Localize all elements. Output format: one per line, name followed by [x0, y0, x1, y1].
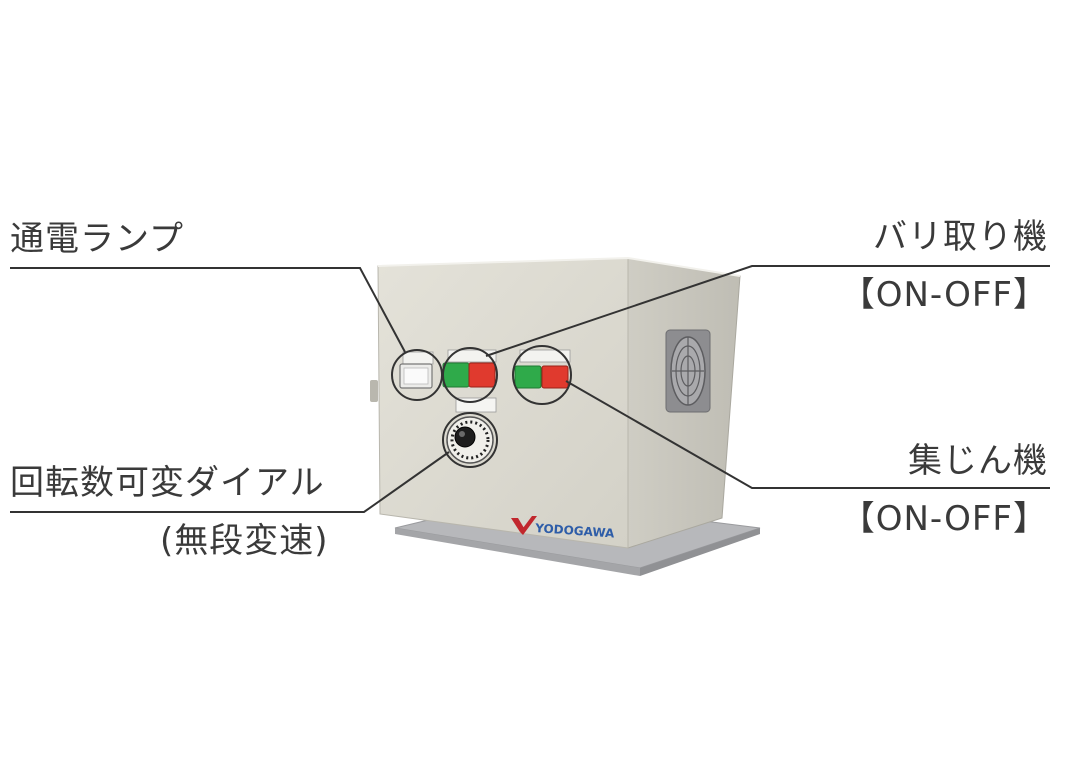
- leader-line-dust: [565, 380, 1050, 489]
- label-deburr-machine: バリ取り機: [873, 217, 1048, 257]
- speed-dial: [446, 397, 497, 464]
- label-deburr-onoff: 【ON-OFF】: [840, 275, 1048, 315]
- callout-circle-deburr: [442, 347, 498, 403]
- callout-circle-dust: [512, 345, 572, 405]
- yodogawa-logo-icon: [511, 516, 537, 535]
- cabinet-front: [377, 257, 629, 549]
- leader-line-lamp: [10, 267, 406, 353]
- leader-line-deburr: [485, 265, 1050, 357]
- callout-circle-dial: [442, 412, 498, 468]
- label-power-lamp: 通電ランプ: [10, 219, 184, 259]
- label-dust-onoff: 【ON-OFF】: [840, 499, 1048, 539]
- fan-grille: [665, 329, 711, 413]
- brand-logo-text: YODOGAWA: [534, 521, 616, 541]
- label-speed-dial-note: (無段変速): [160, 521, 329, 561]
- dust-buttons: [514, 349, 571, 389]
- label-dust-collector: 集じん機: [908, 441, 1048, 481]
- label-speed-dial: 回転数可変ダイアル: [10, 463, 325, 503]
- power-lamp: [399, 351, 434, 389]
- leader-line-dial: [10, 451, 450, 513]
- hinge: [370, 380, 378, 402]
